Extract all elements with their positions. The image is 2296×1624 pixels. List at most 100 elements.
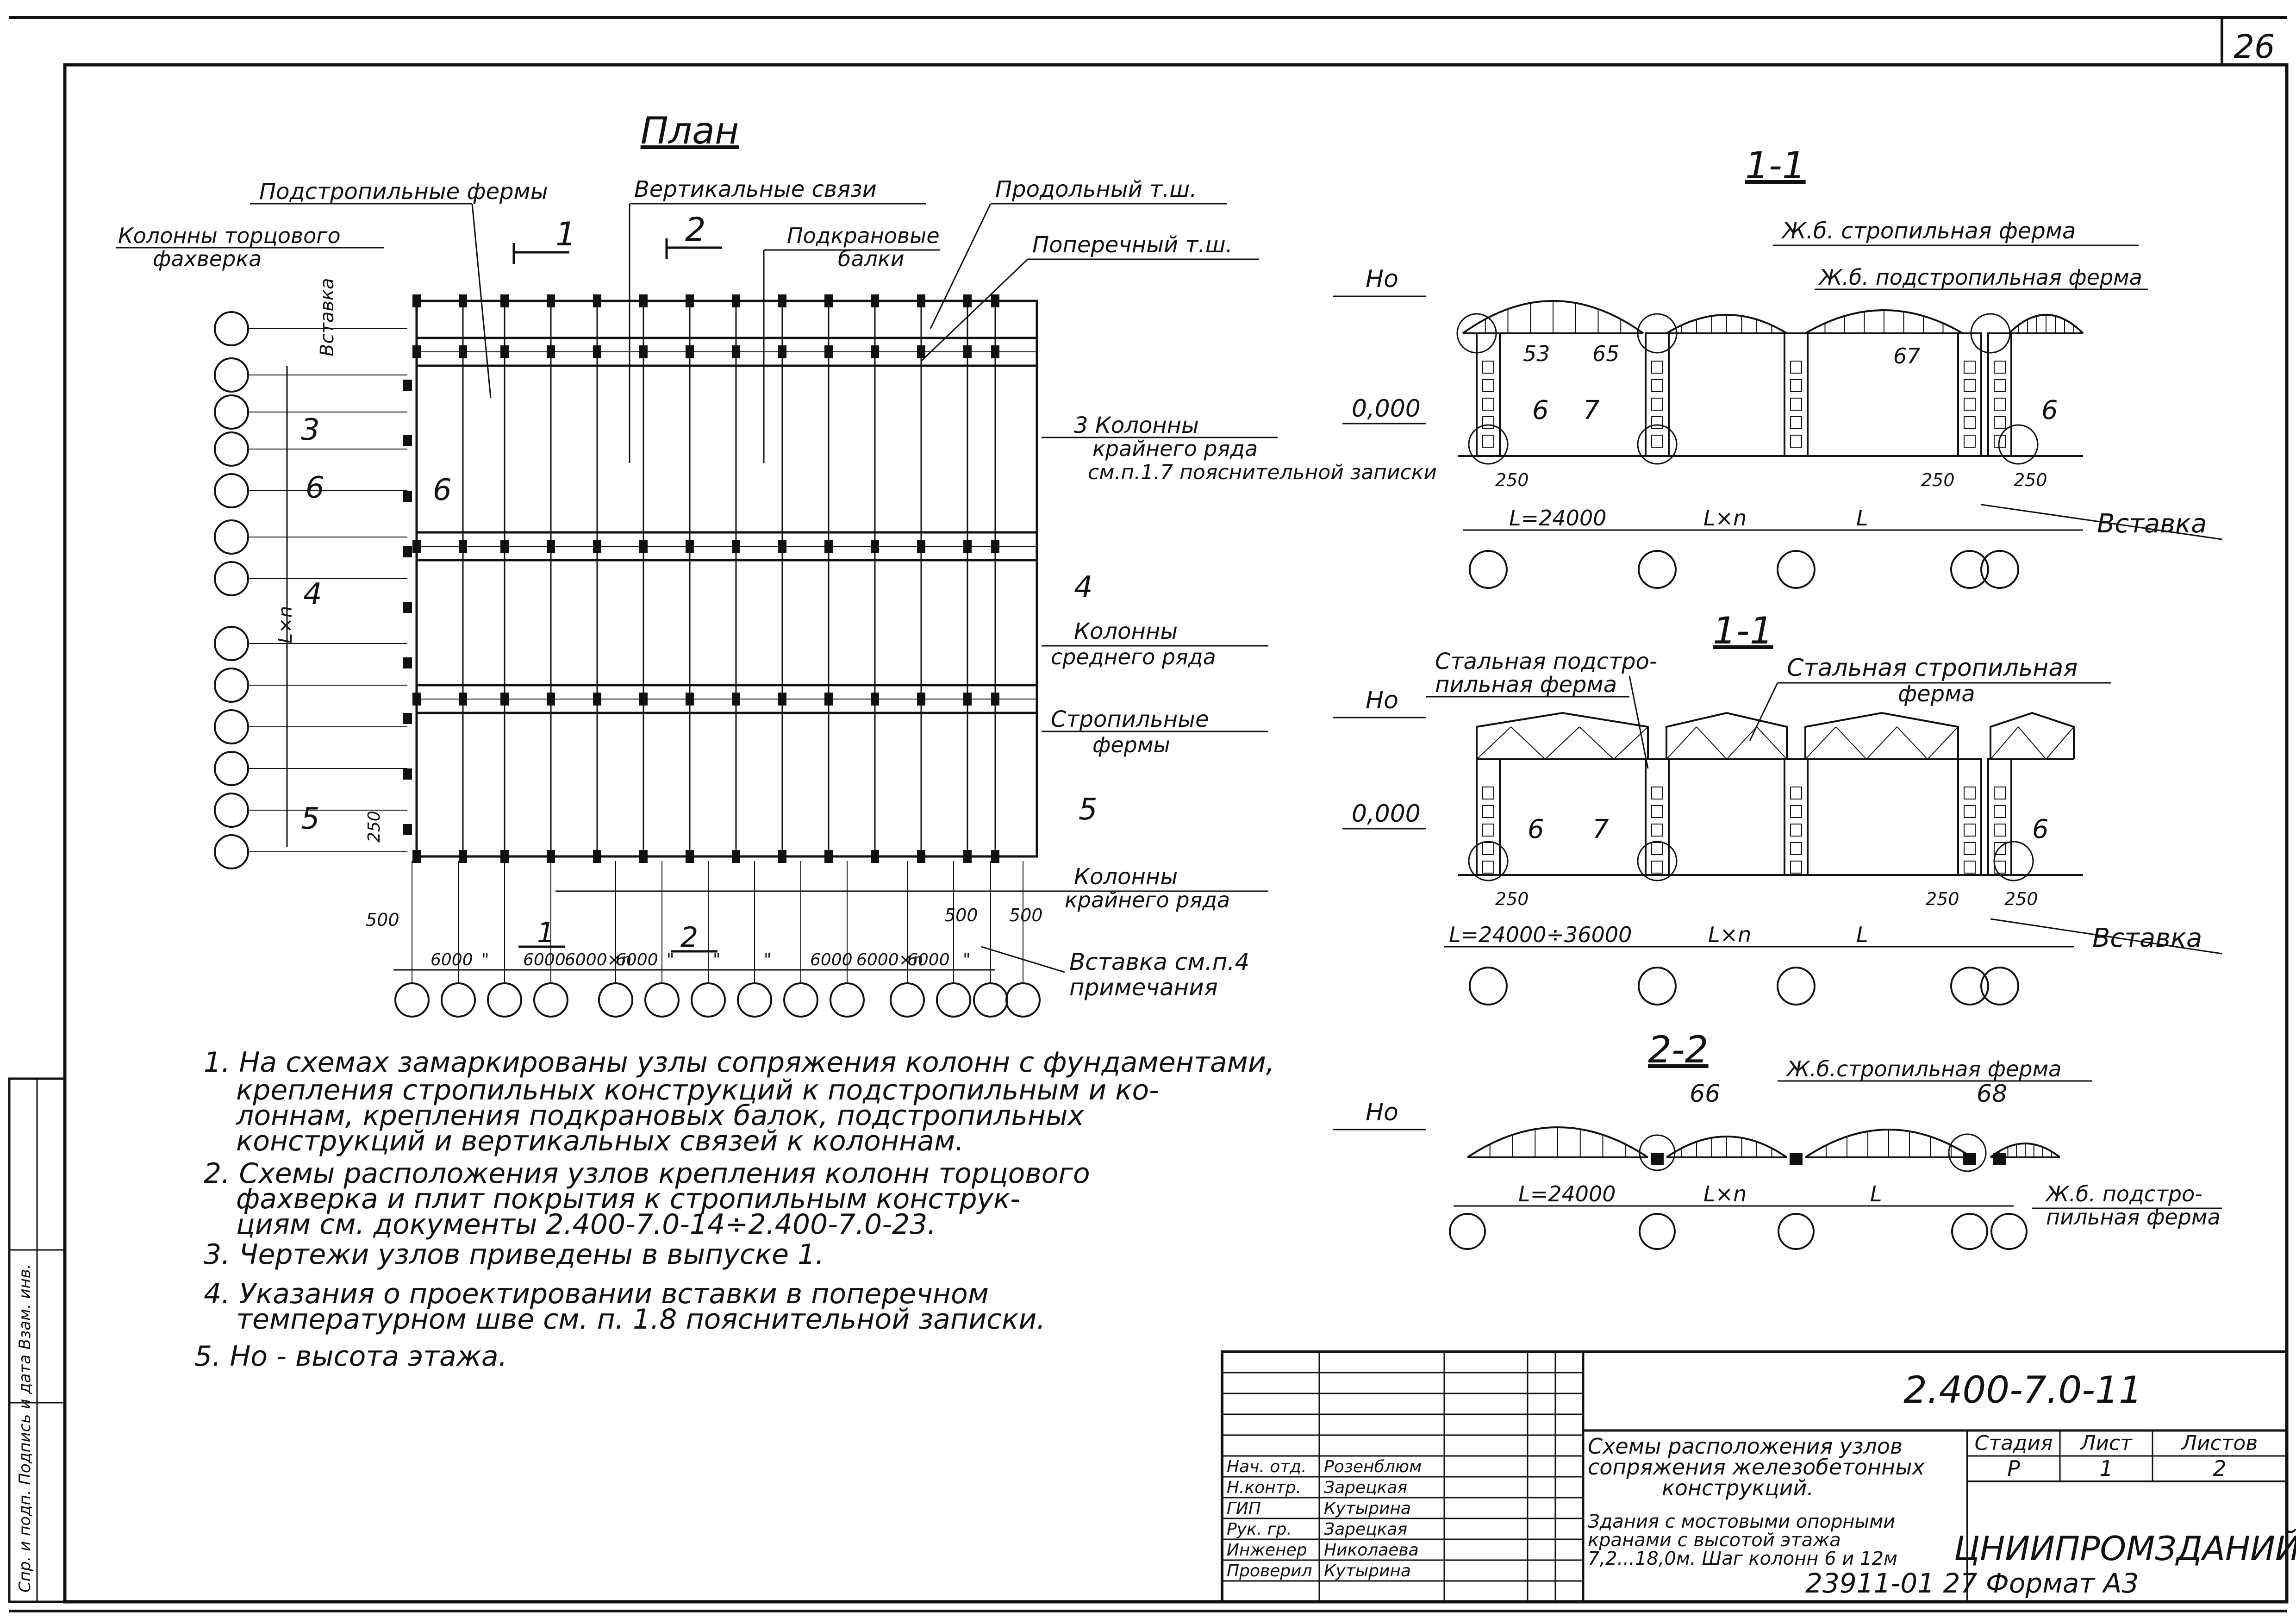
- section-b-title: 1-1: [1713, 609, 1773, 652]
- note-2b: фахверка и плит покрытия к стропильным к…: [236, 1183, 1020, 1215]
- axis-marker: [487, 982, 522, 1018]
- plan-dim-value: 6000: [616, 950, 658, 969]
- plan-column: [686, 540, 694, 553]
- plan-title: План: [641, 109, 739, 152]
- axis-marker: [214, 357, 249, 393]
- column-opening: [1651, 861, 1663, 874]
- plan-column: [593, 345, 601, 358]
- column-opening: [1651, 379, 1663, 392]
- node-68: 68: [1977, 1080, 2007, 1108]
- plan-column: [824, 294, 833, 307]
- plan-column: [917, 294, 925, 307]
- axis-marker: [1449, 1213, 1486, 1250]
- node-6a: 6: [1532, 395, 1549, 425]
- plan-column: [917, 850, 925, 863]
- section-marker-4-right: 4: [1074, 570, 1093, 605]
- plan-column: [459, 345, 467, 358]
- desc-2: сопряжения железобетонных: [1588, 1455, 1925, 1480]
- plan-column: [917, 693, 925, 706]
- column-opening: [1964, 805, 1976, 818]
- plan-column: [732, 850, 740, 863]
- axis-marker: [214, 431, 249, 467]
- section-column: [1784, 332, 1809, 457]
- column-opening: [1651, 416, 1663, 429]
- name-5: Кутырина: [1324, 1562, 1411, 1580]
- section-b-steel-truss-2: ферма: [1898, 681, 1975, 707]
- column-opening: [1790, 787, 1802, 800]
- axis-marker: [394, 982, 430, 1018]
- column-opening: [1482, 842, 1494, 855]
- column-opening: [1964, 824, 1976, 837]
- note-4b: температурном шве см. п. 1.8 пояснительн…: [236, 1303, 1045, 1336]
- label-cols-outer-3: см.п.1.7 пояснительной записки: [1088, 461, 1437, 484]
- node-65: 65: [1592, 341, 1620, 366]
- plan-view: План Подстропильные фермы Колонны торцов…: [116, 109, 1437, 1018]
- section-a-drawing: [1456, 300, 2084, 589]
- steel-truss-web: [2018, 726, 2046, 760]
- section-c: 2-2 Ж.б.стропильная ферма Hо 66 68 L=240…: [1333, 1028, 2222, 1250]
- column-opening: [1651, 842, 1663, 855]
- plan-dim-value: 6000: [810, 950, 853, 969]
- name-4: Николаева: [1324, 1541, 1419, 1560]
- sec-a-span1: L=24000: [1509, 506, 1607, 531]
- sheet-value: 1: [2099, 1456, 2113, 1481]
- section-marker-3: 3: [301, 413, 320, 447]
- axis-marker: [214, 793, 249, 828]
- plan-column: [963, 540, 972, 553]
- bearing: [1993, 1153, 2006, 1165]
- axis-marker: [214, 834, 249, 869]
- plan-column: [459, 540, 467, 553]
- desc-6: 7,2...18,0м. Шаг колонн 6 и 12м: [1588, 1548, 1897, 1569]
- label-cols-outer-2: крайнего ряда: [1092, 436, 1258, 461]
- steel-truss-web: [1897, 726, 1928, 760]
- plan-dim-value: 6000: [430, 950, 473, 969]
- plan-end-column: [403, 713, 412, 724]
- desc-3: конструкций.: [1662, 1475, 1814, 1500]
- node-66: 66: [1690, 1080, 1720, 1108]
- axis-marker: [1638, 550, 1677, 589]
- section-column: [1957, 758, 1982, 876]
- role-4: Инженер: [1227, 1541, 1307, 1560]
- section-a-truss-label: Ж.б. стропильная ферма: [1781, 218, 2076, 244]
- note-1b: крепления стропильных конструкций к подс…: [236, 1074, 1159, 1106]
- label-longitudinal-joint: Продольный т.ш.: [995, 176, 1197, 202]
- section-column: [1645, 758, 1670, 876]
- plan-dim-value: ": [713, 950, 721, 969]
- role-3: Рук. гр.: [1227, 1520, 1292, 1539]
- axis-marker: [1005, 982, 1041, 1018]
- name-3: Зарецкая: [1324, 1520, 1407, 1539]
- column-opening: [1482, 416, 1494, 429]
- column-opening: [1482, 435, 1494, 448]
- axis-marker: [1469, 967, 1508, 1006]
- plan-end-column: [403, 657, 412, 668]
- axis-marker: [644, 982, 680, 1018]
- sec-a-span3: L: [1856, 506, 1868, 531]
- node-circle: [1637, 424, 1678, 465]
- column-opening: [1651, 805, 1663, 818]
- dim-500-b: 500: [944, 905, 978, 925]
- plan-column: [871, 693, 879, 706]
- axis-marker: [214, 473, 249, 508]
- node-6d: 6: [2032, 814, 2049, 844]
- section-a: 1-1 Ж.б. стропильная ферма Ж.б. подстроп…: [1333, 144, 2222, 589]
- plan-column: [824, 693, 833, 706]
- section-a-zero: 0,000: [1352, 395, 1421, 423]
- steel-truss-web: [1835, 726, 1867, 760]
- note-2c: циям см. документы 2.400-7.0-14÷2.400-7.…: [236, 1208, 936, 1241]
- label-sub-trusses: Подстропильные фермы: [259, 179, 548, 205]
- role-5: Проверил: [1227, 1562, 1312, 1580]
- sec-b-span3: L: [1856, 922, 1868, 947]
- axis-marker: [1950, 967, 1989, 1006]
- axis-marker: [214, 709, 249, 744]
- section-b-drawing: [1468, 712, 2075, 1006]
- column-opening: [1964, 861, 1976, 874]
- plan-column: [500, 540, 509, 553]
- node-circle: [1456, 313, 1497, 354]
- steel-truss-web: [1613, 726, 1648, 760]
- plan-column: [639, 540, 648, 553]
- note-5: 5. Hо - высота этажа.: [194, 1340, 507, 1373]
- name-2: Кутырина: [1324, 1499, 1411, 1518]
- plan-column: [917, 540, 925, 553]
- section-marker-2-top: 2: [685, 211, 706, 249]
- section-a-sub-label: Ж.б. подстропильная ферма: [1818, 265, 2142, 290]
